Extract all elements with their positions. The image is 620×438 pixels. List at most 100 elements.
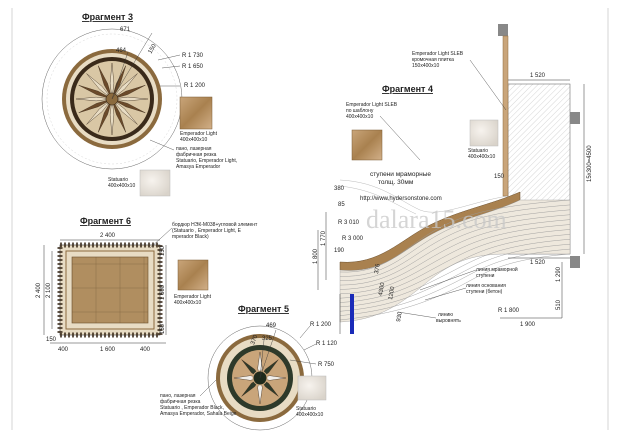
f4-dim-15x300: 15х300=4500 [587,145,593,182]
f6-dim-bot-400b: 400 [140,347,151,353]
f4-dim-380: 380 [334,186,345,192]
f4-note-align-2: выровнять [436,318,461,324]
ornament-petal [78,85,113,100]
f4-statuario-swatch [469,119,499,147]
f3-note-pano-1: пано, лазерная [176,146,212,152]
f4-note-line-marble-1: линия мраморной [476,266,518,273]
f4-note-sleb-1: Emperador Light SLEB [412,51,464,57]
f4-note-align-1: линию [438,312,453,318]
f3-radius-1200: R 1 200 [184,83,206,89]
ornament-petal [98,65,113,100]
step-line [339,219,571,290]
emperador-light-swatch [179,96,213,130]
ornament-petal [109,98,115,136]
step-line [339,209,571,281]
f4-dim-4300: 4300 [378,282,386,297]
f4-note-steps-1: ступени мраморные [370,171,431,178]
f4-dim-1520-mid: 1 520 [530,260,546,266]
f4-dim-1770: 1 770 [321,230,327,246]
f4-dim-190: 190 [334,248,345,254]
ornament-petal [78,98,113,113]
f4-radius-3010: R 3 010 [338,220,360,226]
f4-note-sleb2-2: по шаблону [346,108,374,114]
ornament-petal [111,98,126,133]
f4-dim-1900: 1 900 [520,322,536,328]
step-line [339,214,571,286]
fragment-5-title: Фрагмент 5 [238,304,289,314]
ornament-petal [98,98,113,133]
step-line [339,243,571,312]
ornament-petal [86,73,113,100]
f4-note-sleb-2: кромочная плитка [412,57,454,63]
f3-dim-671: 671 [120,27,131,33]
f5-dim-370: 370 [250,334,259,346]
f3-note-el-1: Emperador Light [180,131,218,137]
f4-url: http://www.hydersonstone.com [360,196,442,202]
f4-post [570,112,580,124]
f4-note-line-base-1: линия основания [466,283,506,289]
f5-note-pano-2: фабричная резка [160,399,201,405]
f4-dim-930: 930 [396,311,404,323]
watermark: dalara15.com [366,205,507,234]
step-line [339,199,571,273]
ornament-petal [111,85,146,100]
f3-note-pano-4: Amasya Emperador [176,164,221,170]
f6-dim-top: 2 400 [100,233,116,239]
f4-note-sleb-3: 150х400х10 [412,63,439,69]
f4-edge-trim [502,35,509,197]
f3-dim-150: 150 [148,43,159,55]
f4-post [498,24,508,36]
f6-note-border-2: (Statuario , Emperador Light, E [172,228,242,234]
f6-dim-bot-1600: 1 600 [100,347,116,353]
step-line [339,234,571,303]
f6-dim-right-bot: 150 [160,323,166,334]
f4-post [570,256,580,268]
f6-dim-left-outer: 2 400 [36,282,42,298]
ornament-petal [111,98,138,125]
f5-note-pano-4: Amasya Emperador, Sahala Beige [160,411,237,417]
f6-dim-bot-400a: 400 [58,347,69,353]
f5-note-stat-2: 400х400х10 [296,412,323,418]
fragment-3: Фрагмент 3 671 464 150 R 1 730 R 1 650 R… [41,12,237,197]
f4-emperador-swatch [351,129,383,161]
fragment-6: Фрагмент 6 2 400 2 400 2 100 150 1 600 1… [36,216,258,353]
f6-tile-field [71,256,149,324]
ornament-petal [109,62,115,100]
f5-statuario-swatch [297,375,327,401]
f6-note-el-1: Emperador Light [174,294,212,300]
step-line [339,248,571,316]
ornament-petal [111,96,149,102]
ornament-petal [111,98,146,113]
f4-dim-150: 150 [494,174,505,180]
ornament-petal [111,73,138,100]
fragment-6-title: Фрагмент 6 [80,216,131,226]
f5-dim-325: 325 [262,336,273,342]
f6-dim-right-mid: 1 600 [160,284,166,300]
f4-blue-riser [350,294,354,334]
f4-dim-85: 85 [338,202,345,208]
ornament-petal [111,65,126,100]
f4-dim-1200: 1200 [388,286,396,301]
f4-note-steps-2: толщ. 30мм [378,179,414,186]
f3-radius-1650: R 1 650 [182,64,204,70]
f5-radius-1120: R 1 120 [316,341,338,347]
f4-note-sleb2-3: 400х400х10 [346,114,373,120]
f5-note-pano-1: пано, лазерная [160,393,196,399]
f6-note-border-3: mperador Black) [172,234,209,240]
f3-note-stat-1: Statuario [108,177,128,183]
f4-dim-510: 510 [556,299,562,310]
f6-dim-left-inner: 2 100 [46,282,52,298]
statuario-swatch [139,169,171,197]
fragment-4: Фрагмент 4 Emperador Light SLEB кромочна… [313,24,593,334]
f5-dim-469: 469 [266,323,277,329]
f3-radius-1730: R 1 730 [182,53,204,59]
ornament-petal [75,96,113,102]
f3-note-stat-2: 400х400х10 [108,183,135,189]
step-line [339,229,571,299]
f5-note-pano-3: Statuario , Emperador Black, [160,405,224,411]
f4-radius-1800: R 1 800 [498,308,520,314]
f5-note-stat-1: Statuario [296,406,316,412]
f6-dim-bot-150: 150 [46,337,57,343]
step-line [339,239,571,308]
